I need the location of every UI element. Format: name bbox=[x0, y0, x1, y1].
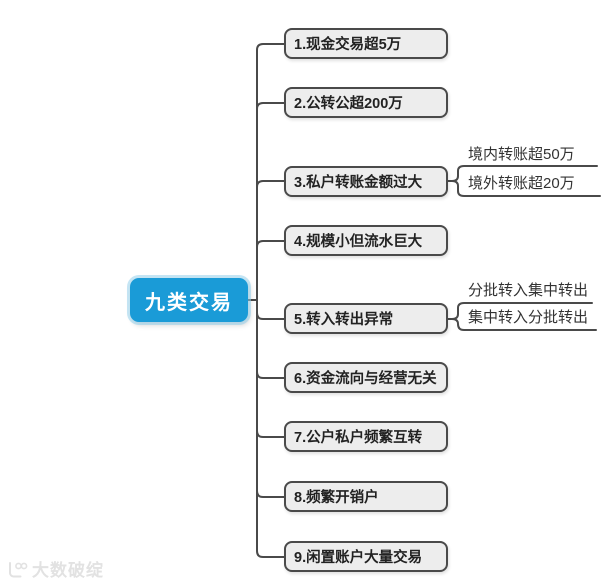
node-7[interactable]: 7.公户私户频繁互转 bbox=[284, 421, 448, 452]
connector-node2 bbox=[256, 102, 285, 110]
connector-trunk bbox=[256, 43, 285, 558]
connector-node8 bbox=[256, 490, 285, 498]
connector-node6 bbox=[256, 371, 285, 379]
node-4[interactable]: 4.规模小但流水巨大 bbox=[284, 225, 448, 256]
node-3-child-1[interactable]: 境内转账超50万 bbox=[468, 146, 575, 163]
node-2[interactable]: 2.公转公超200万 bbox=[284, 87, 448, 118]
node-5[interactable]: 5.转入转出异常 bbox=[284, 303, 448, 334]
connector-node5-child2 bbox=[447, 318, 597, 331]
node-8[interactable]: 8.频繁开销户 bbox=[284, 481, 448, 512]
root-node[interactable]: 九类交易 bbox=[130, 278, 248, 322]
node-3-child-2[interactable]: 境外转账超20万 bbox=[468, 175, 575, 192]
node-5-child-2[interactable]: 集中转入分批转出 bbox=[468, 309, 589, 326]
hand-gesture-logo-icon bbox=[6, 558, 28, 580]
node-9[interactable]: 9.闲置账户大量交易 bbox=[284, 541, 448, 572]
connector-node5 bbox=[256, 312, 285, 320]
connector-node3-child2 bbox=[447, 180, 601, 197]
connector-node3 bbox=[256, 180, 285, 188]
node-5-child-1[interactable]: 分批转入集中转出 bbox=[468, 282, 589, 299]
node-6[interactable]: 6.资金流向与经营无关 bbox=[284, 362, 448, 393]
watermark: 大数破绽 bbox=[6, 556, 104, 581]
connector-node4 bbox=[256, 240, 285, 248]
connector-node7 bbox=[256, 430, 285, 438]
node-3[interactable]: 3.私户转账金额过大 bbox=[284, 166, 448, 197]
node-1[interactable]: 1.现金交易超5万 bbox=[284, 28, 448, 59]
watermark-text: 大数破绽 bbox=[32, 561, 104, 580]
